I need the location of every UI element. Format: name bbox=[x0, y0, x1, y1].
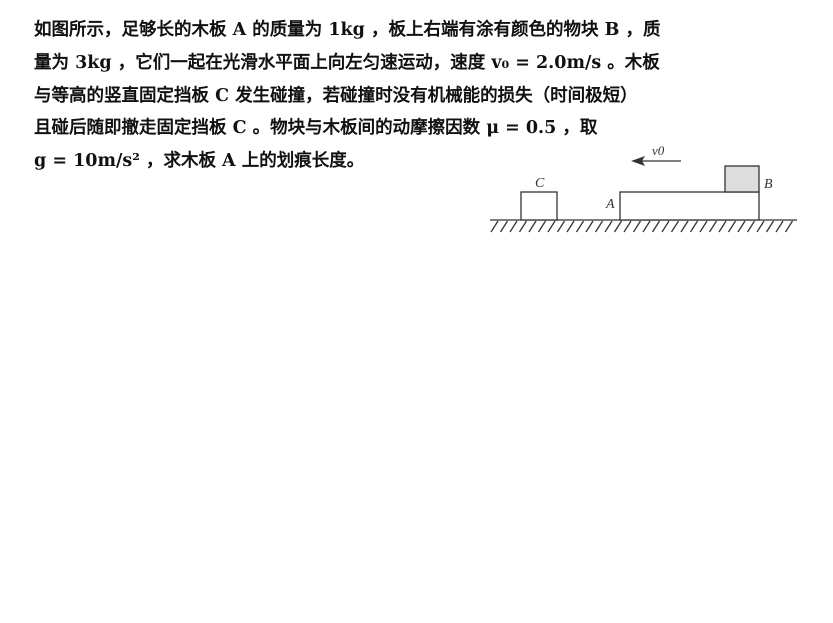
arrow-head-icon bbox=[631, 156, 645, 166]
hatch-mark bbox=[604, 220, 613, 233]
hatch-mark bbox=[547, 220, 556, 233]
label-c: C bbox=[535, 176, 545, 191]
hatch-mark bbox=[556, 220, 566, 233]
hatch-mark bbox=[594, 220, 604, 233]
hatch-mark bbox=[784, 220, 794, 233]
hatch-mark bbox=[575, 220, 585, 233]
hatch-mark bbox=[518, 220, 528, 233]
label-a: A bbox=[605, 197, 615, 212]
hatch-mark bbox=[528, 220, 537, 233]
hatch-mark bbox=[537, 220, 547, 233]
hatch-mark bbox=[727, 220, 737, 233]
hatch-mark bbox=[613, 220, 623, 233]
problem-line-4: 且碰后随即撤走固定挡板 C 。物块与木板间的动摩擦因数 μ = 0.5 ，取 bbox=[34, 118, 598, 139]
hatch-mark bbox=[509, 220, 518, 233]
hatch-mark bbox=[708, 220, 718, 233]
hatch-mark bbox=[718, 220, 727, 233]
label-b: B bbox=[764, 177, 773, 192]
hatch-mark bbox=[737, 220, 746, 233]
hatch-mark bbox=[651, 220, 661, 233]
hatch-mark bbox=[566, 220, 575, 233]
board-a bbox=[619, 191, 760, 221]
problem-line-3: 与等高的竖直固定挡板 C 发生碰撞，若碰撞时没有机械能的损失（时间极短） bbox=[34, 85, 638, 106]
hatch-mark bbox=[756, 220, 765, 233]
hatch-mark bbox=[632, 220, 642, 233]
problem-line-1: 如图所示，足够长的木板 A 的质量为 1kg ，板上右端有涂有颜色的物块 B ，… bbox=[34, 20, 661, 40]
hatch-mark bbox=[765, 220, 775, 233]
hatch-mark bbox=[642, 220, 651, 233]
hatch-mark bbox=[499, 220, 509, 233]
hatch-mark bbox=[661, 220, 670, 233]
hatch-mark bbox=[680, 220, 689, 233]
hatch-mark bbox=[775, 220, 784, 233]
hatch-mark bbox=[670, 220, 680, 233]
barrier-c bbox=[520, 191, 558, 221]
hatch-mark bbox=[490, 220, 499, 233]
block-b bbox=[724, 165, 760, 193]
hatch-mark bbox=[623, 220, 632, 233]
hatch-mark bbox=[585, 220, 594, 233]
problem-line-2: 量为 3kg ，它们一起在光滑水平面上向左匀速运动，速度 v₀ = 2.0m/s… bbox=[34, 52, 660, 73]
velocity-label: v0 bbox=[652, 143, 665, 158]
problem-text: 如图所示，足够长的木板 A 的质量为 1kg ，板上右端有涂有颜色的物块 B ，… bbox=[34, 14, 804, 178]
hatch-mark bbox=[689, 220, 699, 233]
problem-line-5: g = 10m/s² ，求木板 A 上的划痕长度。 bbox=[34, 151, 365, 172]
hatch-mark bbox=[699, 220, 708, 233]
hatch-mark bbox=[746, 220, 756, 233]
ground-hatching bbox=[490, 220, 794, 233]
